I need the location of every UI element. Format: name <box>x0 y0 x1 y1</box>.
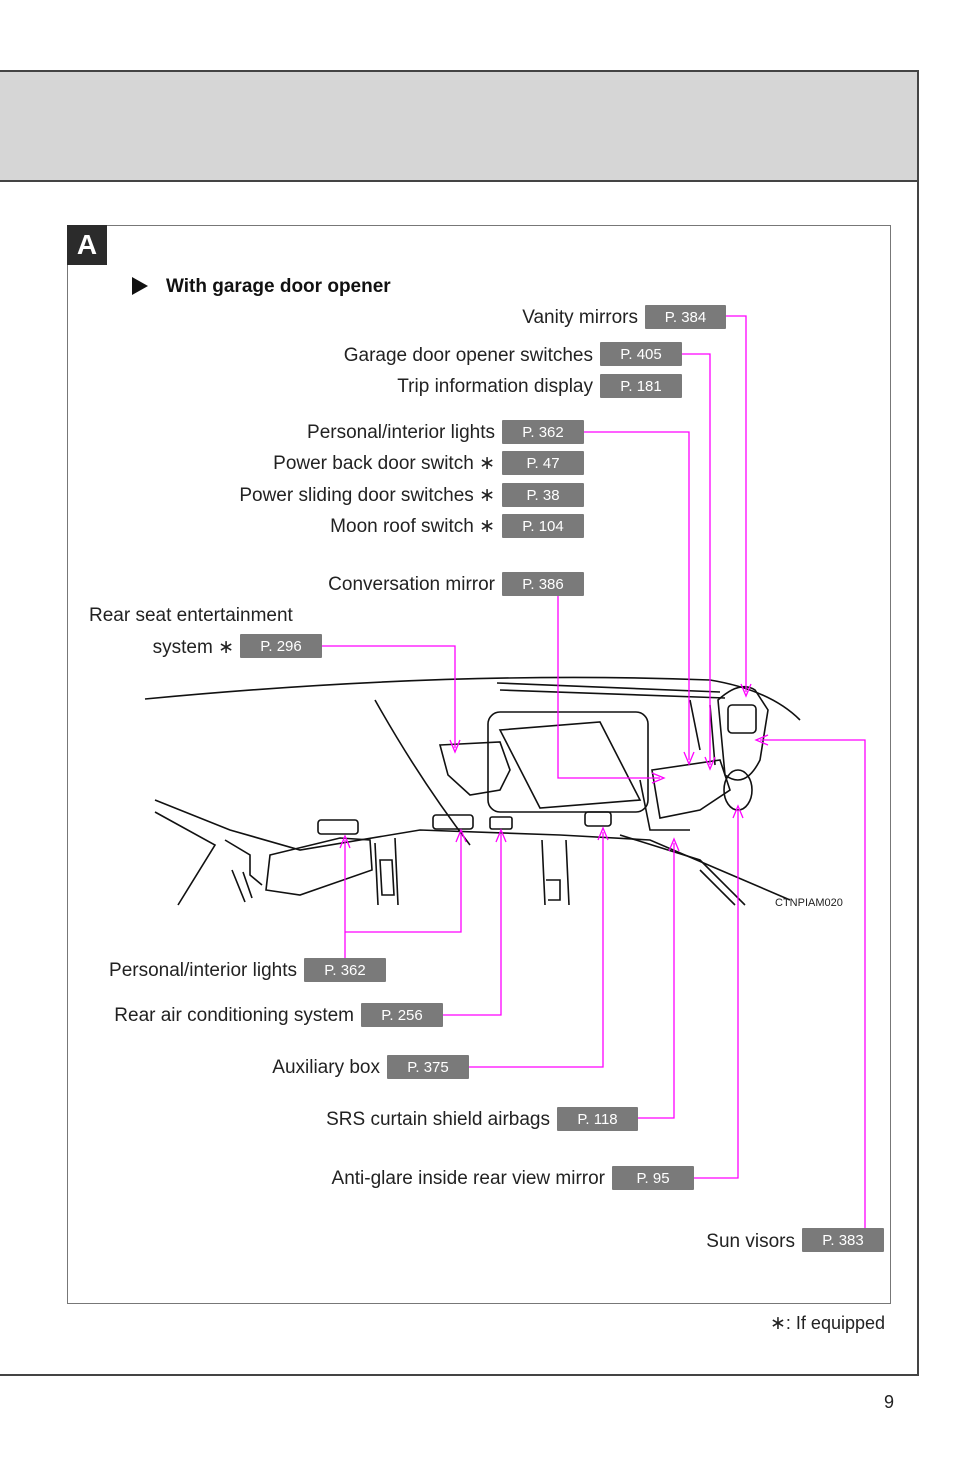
power-back-door-switch-label: Power back door switch ∗ <box>273 453 495 475</box>
triangle-bullet-icon <box>132 277 148 295</box>
variant-heading-text: With garage door opener <box>166 276 391 297</box>
footnote-text: : If equipped <box>785 1313 886 1333</box>
personal-interior-lights-front-label: Personal/interior lights <box>307 422 495 443</box>
srs-curtain-airbags-page-ref[interactable]: P. 118 <box>557 1107 638 1131</box>
variant-heading: With garage door opener <box>132 276 391 298</box>
moon-roof-switch-page-ref[interactable]: P. 104 <box>502 514 584 538</box>
if-equipped-marker-icon: ∗ <box>218 637 234 658</box>
rear-air-conditioning-page-ref[interactable]: P. 256 <box>361 1003 443 1027</box>
rear-seat-entertainment-text: system <box>152 637 213 658</box>
power-back-door-switch-text: Power back door switch <box>273 453 474 474</box>
srs-curtain-airbags-label: SRS curtain shield airbags <box>326 1109 550 1130</box>
personal-interior-lights-rear-label: Personal/interior lights <box>109 960 297 981</box>
if-equipped-marker-icon: ∗ <box>479 516 495 537</box>
conversation-mirror-label: Conversation mirror <box>328 574 495 595</box>
rear-seat-entertainment-page-ref[interactable]: P. 296 <box>240 634 322 658</box>
vanity-mirrors-label: Vanity mirrors <box>522 307 638 328</box>
sun-visors-page-ref[interactable]: P. 383 <box>802 1228 884 1252</box>
rear-air-conditioning-label: Rear air conditioning system <box>114 1005 354 1026</box>
if-equipped-marker-icon: ∗ <box>479 453 495 474</box>
page-number: 9 <box>884 1392 895 1412</box>
trip-information-display-label: Trip information display <box>397 376 593 397</box>
page-frame <box>0 70 919 1376</box>
image-code: CTNPIAM020 <box>775 897 843 909</box>
anti-glare-mirror-label: Anti-glare inside rear view mirror <box>331 1168 605 1189</box>
rear-seat-entertainment-label-line1: Rear seat entertainment <box>89 605 293 626</box>
power-sliding-door-switches-page-ref[interactable]: P. 38 <box>502 483 584 507</box>
personal-interior-lights-front-page-ref[interactable]: P. 362 <box>502 420 584 444</box>
anti-glare-mirror-page-ref[interactable]: P. 95 <box>612 1166 694 1190</box>
vanity-mirrors-page-ref[interactable]: P. 384 <box>645 305 726 329</box>
rear-seat-entertainment-label-line2: system ∗ <box>153 637 234 659</box>
garage-door-opener-switches-label: Garage door opener switches <box>343 345 593 366</box>
auxiliary-box-page-ref[interactable]: P. 375 <box>387 1055 469 1079</box>
garage-door-opener-switches-page-ref[interactable]: P. 405 <box>600 342 682 366</box>
if-equipped-marker-icon: ∗ <box>770 1313 786 1334</box>
header-band <box>0 72 917 182</box>
auxiliary-box-label: Auxiliary box <box>272 1057 380 1078</box>
moon-roof-switch-text: Moon roof switch <box>330 516 474 537</box>
sun-visors-label: Sun visors <box>706 1231 795 1252</box>
power-back-door-switch-page-ref[interactable]: P. 47 <box>502 451 584 475</box>
trip-information-display-page-ref[interactable]: P. 181 <box>600 374 682 398</box>
moon-roof-switch-label: Moon roof switch ∗ <box>330 516 495 538</box>
personal-interior-lights-rear-page-ref[interactable]: P. 362 <box>304 958 386 982</box>
power-sliding-door-switches-label: Power sliding door switches ∗ <box>239 485 495 507</box>
diagram-panel <box>67 225 891 1304</box>
power-sliding-door-switches-text: Power sliding door switches <box>239 485 474 506</box>
section-badge: A <box>67 225 107 265</box>
footnote: ∗: If equipped <box>770 1312 885 1335</box>
conversation-mirror-page-ref[interactable]: P. 386 <box>502 572 584 596</box>
if-equipped-marker-icon: ∗ <box>479 485 495 506</box>
